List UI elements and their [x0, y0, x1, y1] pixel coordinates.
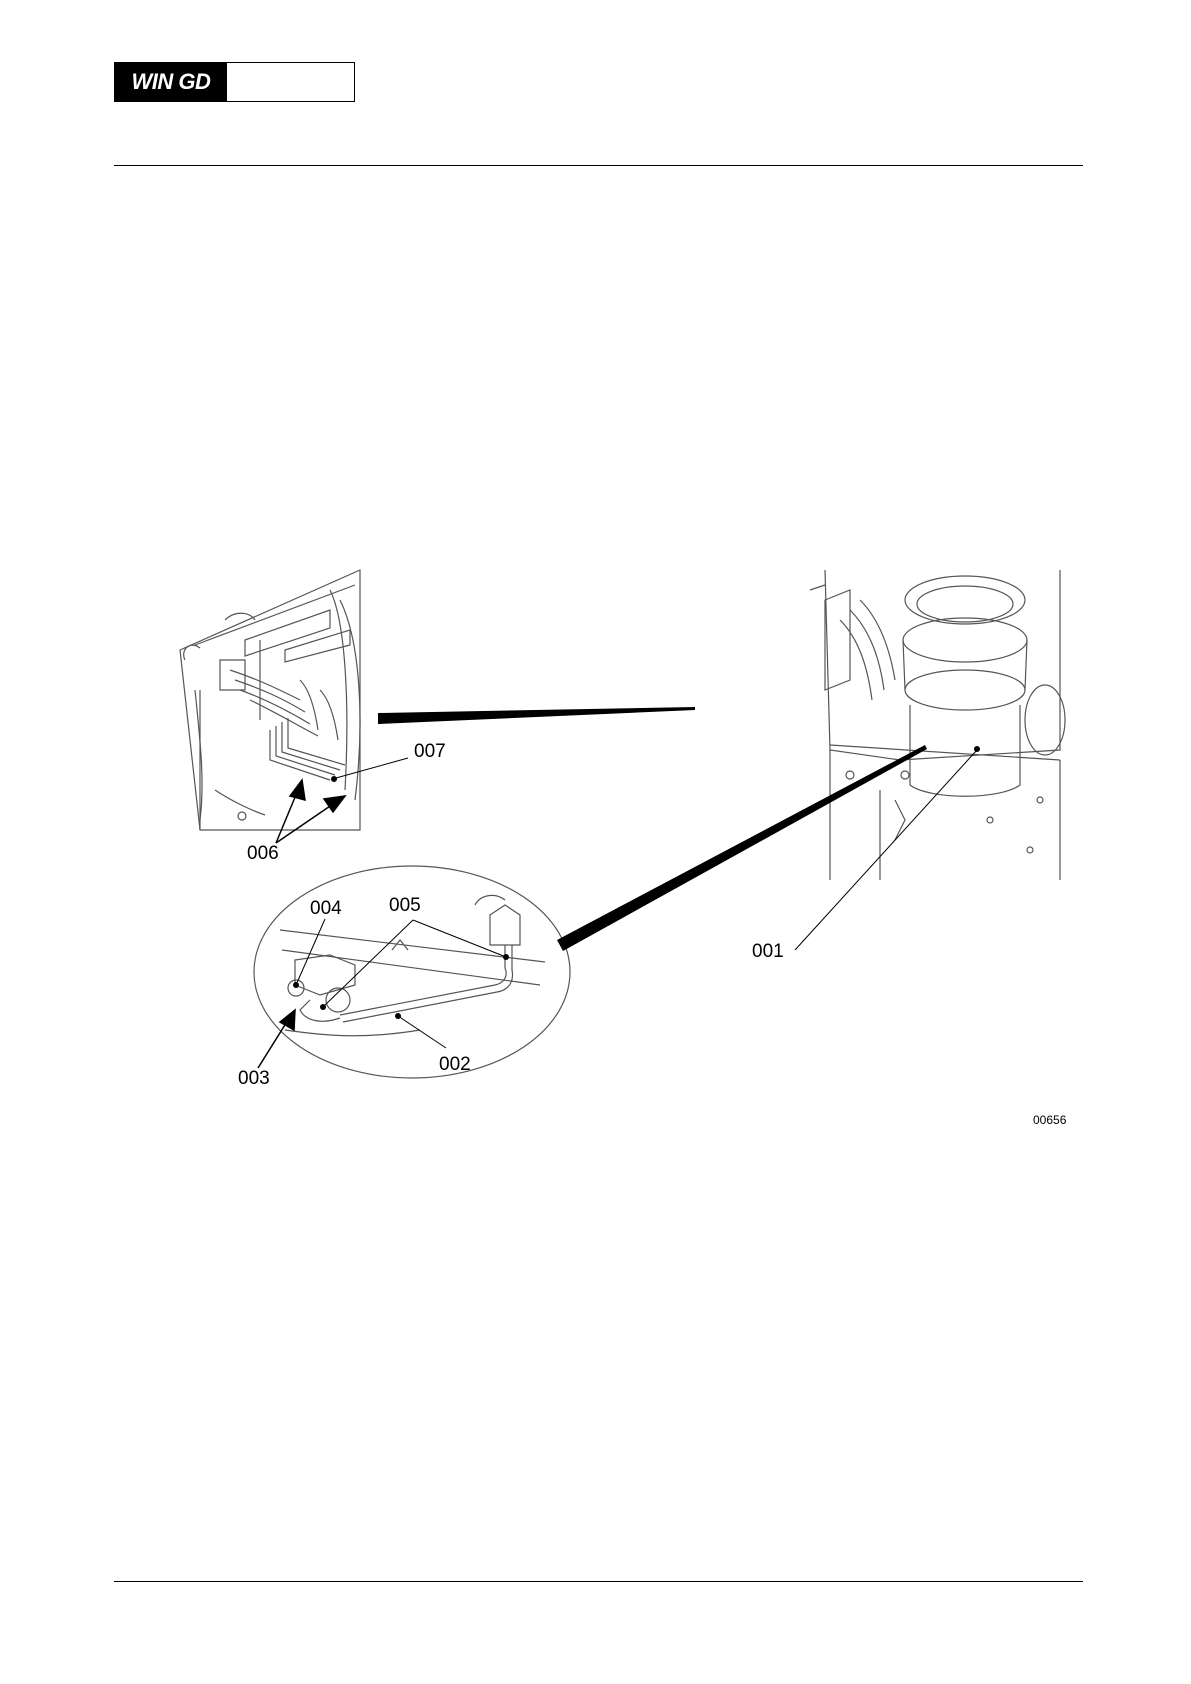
figure-id: 00656	[1033, 1114, 1066, 1126]
footer-rule	[114, 1581, 1083, 1582]
right-detail-view	[810, 570, 1065, 880]
leader-005a	[323, 920, 413, 1007]
callout-004: 004	[310, 899, 342, 918]
callout-002: 002	[439, 1055, 471, 1074]
callout-006: 006	[247, 844, 279, 863]
left-detail-view	[180, 570, 360, 830]
callout-001: 001	[752, 942, 784, 961]
callout-007: 007	[414, 742, 446, 761]
callout-003: 003	[238, 1069, 270, 1088]
connector-left	[378, 707, 695, 724]
leader-001	[795, 750, 977, 950]
callout-005: 005	[389, 896, 421, 915]
connector-zoom	[557, 745, 927, 951]
